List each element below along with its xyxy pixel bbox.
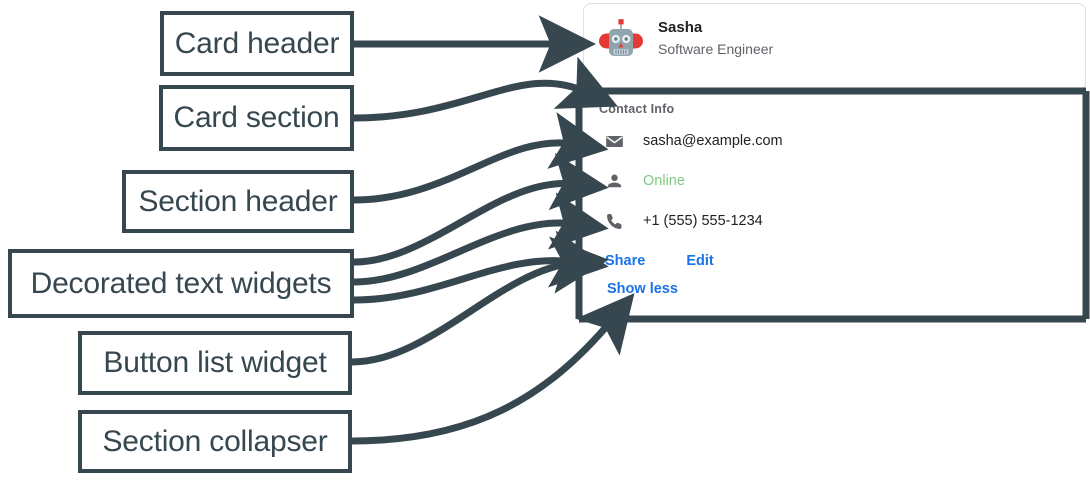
phone-icon	[607, 214, 622, 229]
annotation-section-collapser: Section collapser	[78, 410, 352, 473]
card-header-text: Sasha Software Engineer	[658, 18, 773, 60]
status-value: Online	[643, 173, 685, 189]
contact-card: Sasha Software Engineer	[583, 3, 1086, 91]
email-icon	[606, 135, 623, 148]
arrow-decorated-text-1	[353, 153, 609, 266]
card-section: Contact Info sasha@example.com Online +1…	[583, 95, 1086, 323]
arrow-decorated-text-2	[353, 192, 609, 286]
annotation-button-list-widget: Button list widget	[78, 331, 352, 395]
arrow-section-header	[353, 112, 609, 204]
annotation-label: Button list widget	[103, 346, 327, 379]
share-button[interactable]: Share	[605, 253, 646, 269]
arrow-button-list	[351, 236, 609, 366]
decorated-text-widget-phone: +1 (555) 555-1234	[605, 212, 763, 231]
edit-button[interactable]: Edit	[686, 253, 714, 269]
section-header: Contact Info	[599, 102, 675, 116]
annotation-label: Card header	[174, 26, 340, 60]
annotation-label: Section collapser	[102, 424, 328, 458]
phone-value: +1 (555) 555-1234	[643, 213, 763, 229]
section-collapser-button[interactable]: Show less	[607, 281, 678, 297]
annotation-label: Decorated text widgets	[30, 266, 332, 300]
robot-avatar-icon	[599, 19, 643, 56]
button-list-widget: Share Edit	[605, 252, 714, 271]
decorated-text-widget-email: sasha@example.com	[605, 132, 783, 151]
decorated-text-widget-status: Online	[605, 172, 685, 191]
arrow-decorated-text-3	[353, 230, 609, 304]
card-title: Sasha	[658, 19, 703, 36]
arrow-section-collapser	[351, 293, 635, 445]
annotation-card-section: Card section	[159, 85, 354, 151]
annotation-label: Section header	[138, 184, 338, 218]
annotation-card-header: Card header	[160, 11, 354, 76]
annotation-decorated-text-widgets: Decorated text widgets	[8, 249, 354, 318]
email-value: sasha@example.com	[643, 133, 783, 149]
annotation-section-header: Section header	[122, 170, 354, 233]
card-header: Sasha Software Engineer	[598, 16, 773, 62]
arrow-card-section	[353, 56, 618, 122]
card-subtitle: Software Engineer	[658, 41, 774, 57]
annotation-label: Card section	[173, 101, 340, 134]
person-icon	[607, 174, 622, 188]
